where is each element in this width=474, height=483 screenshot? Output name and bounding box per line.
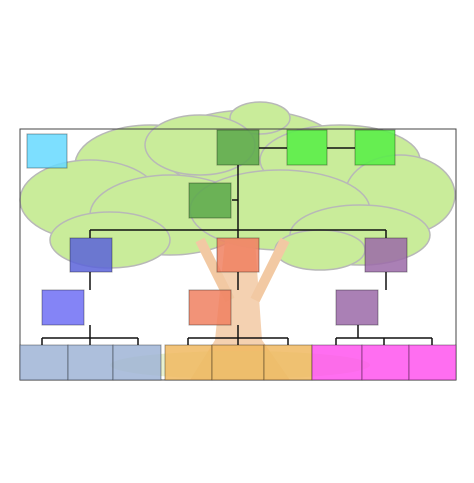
tree-foliage [19,101,456,271]
grandchild-box-left [41,289,85,326]
connector-lines [41,147,433,345]
grandparent-box-3 [354,129,396,166]
descendant-box-4 [164,344,213,381]
legend-box [26,133,68,169]
descendant-box-6 [263,344,313,381]
descendant-box-1 [19,344,69,381]
parent-box [188,182,232,219]
grandparent-box-1 [216,129,260,166]
descendant-box-5 [211,344,265,381]
grandchild-box-right [335,289,379,326]
grandchild-box-middle [188,289,232,326]
descendant-box-3 [112,344,162,381]
grandparent-box-2 [286,129,328,166]
child-box-right [364,237,408,273]
foliage-blob [229,101,291,135]
descendant-box-9 [408,344,457,381]
foliage-blob [274,229,366,271]
descendant-box-2 [67,344,114,381]
child-box-middle [216,237,260,273]
descendant-box-7 [311,344,363,381]
child-box-left [69,237,113,273]
member-boxes [19,129,457,381]
tree-illustration [19,101,456,380]
descendant-box-8 [361,344,410,381]
